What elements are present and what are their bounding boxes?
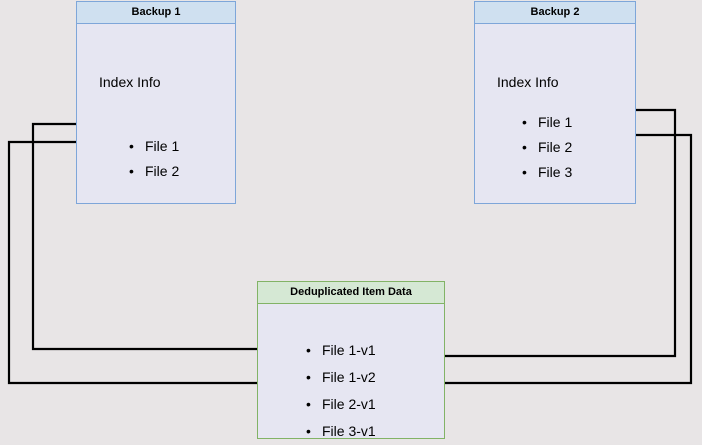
node-backup1-file-list: File 1 File 2 — [129, 134, 179, 184]
node-dedup-file-list: File 1-v1 File 1-v2 File 2-v1 File 3-v1 — [306, 337, 376, 445]
node-dedup-body: File 1-v1 File 1-v2 File 2-v1 File 3-v1 — [258, 304, 444, 445]
node-backup2[interactable]: Backup 2 Index Info File 1 File 2 File 3 — [474, 1, 636, 204]
node-backup1-body: Index Info File 1 File 2 — [77, 24, 235, 203]
node-backup1-header: Backup 1 — [77, 2, 235, 24]
node-backup2-header: Backup 2 — [475, 2, 635, 24]
list-item: File 1-v1 — [306, 337, 376, 364]
node-dedup-header: Deduplicated Item Data — [258, 282, 444, 304]
node-backup2-index-label: Index Info — [497, 74, 559, 90]
list-item: File 1 — [522, 110, 572, 135]
list-item: File 2 — [522, 135, 572, 160]
node-backup2-file-list: File 1 File 2 File 3 — [522, 110, 572, 185]
node-backup1[interactable]: Backup 1 Index Info File 1 File 2 — [76, 1, 236, 204]
node-backup2-body: Index Info File 1 File 2 File 3 — [475, 24, 635, 203]
list-item: File 3 — [522, 160, 572, 185]
node-backup1-index-label: Index Info — [99, 74, 161, 90]
list-item: File 1 — [129, 134, 179, 159]
node-dedup[interactable]: Deduplicated Item Data File 1-v1 File 1-… — [257, 281, 445, 445]
list-item: File 3-v1 — [306, 418, 376, 445]
list-item: File 2-v1 — [306, 391, 376, 418]
list-item: File 2 — [129, 159, 179, 184]
list-item: File 1-v2 — [306, 364, 376, 391]
